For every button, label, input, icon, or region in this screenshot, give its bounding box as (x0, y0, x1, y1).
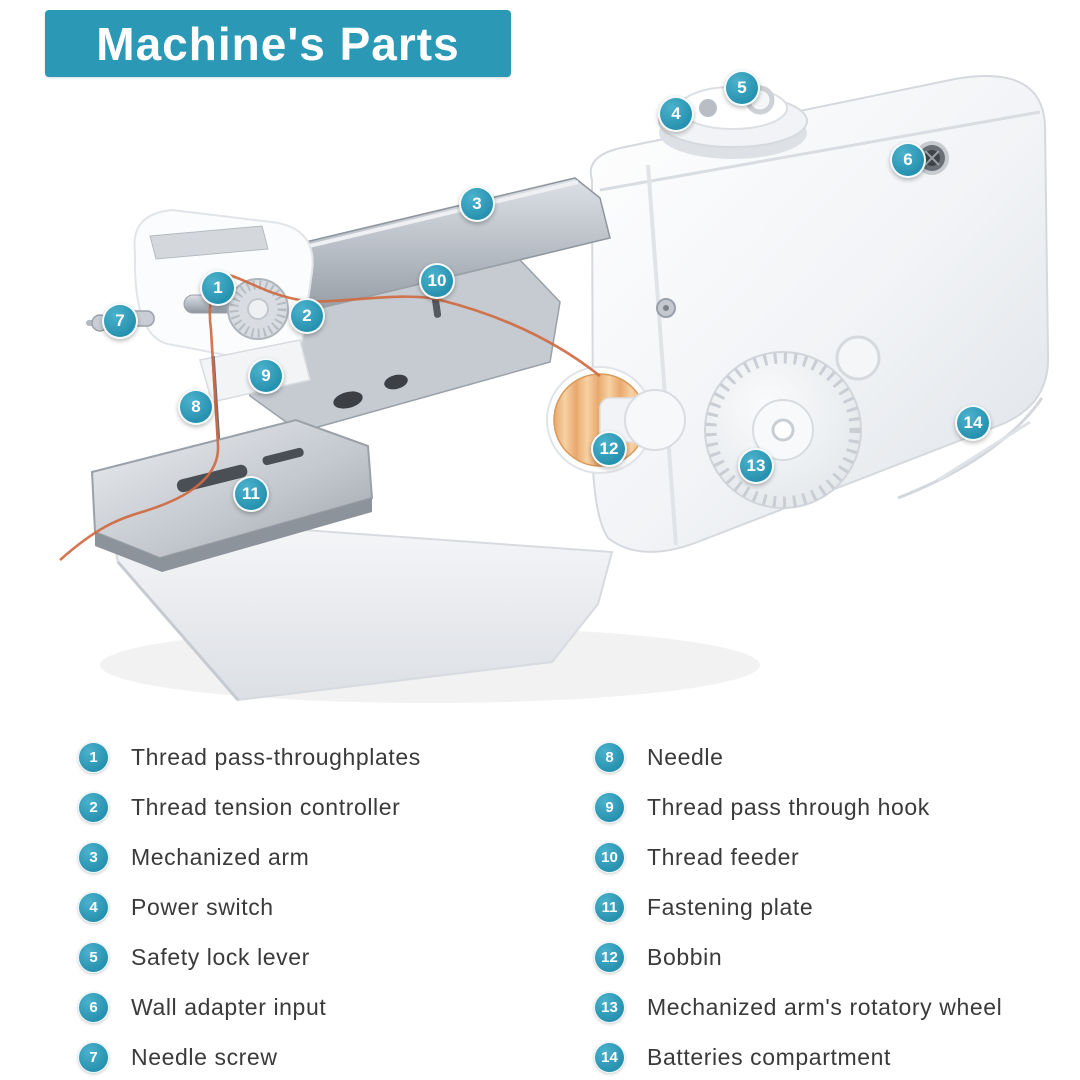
callout-badge-10: 10 (419, 263, 455, 299)
legend-item-12: 12 Bobbin (594, 932, 1080, 982)
legend-badge-10: 10 (594, 841, 625, 873)
parts-legend: 1 Thread pass-throughplates 2 Thread tensio… (0, 732, 1080, 1080)
callout-badge-14: 14 (955, 405, 991, 441)
plate-hole-2 (384, 374, 408, 390)
legend-label: Wall adapter input (131, 993, 327, 1020)
legend-label: Thread pass through hook (647, 793, 930, 820)
legend-label: Thread tension controller (131, 793, 401, 820)
legend-badge-11: 11 (594, 891, 625, 923)
callout-badge-9: 9 (248, 358, 284, 394)
legend-item-6: 6 Wall adapter input (78, 982, 558, 1032)
legend-item-2: 2 Thread tension controller (78, 782, 558, 832)
legend-item-5: 5 Safety lock lever (78, 932, 558, 982)
callout-badge-4: 4 (658, 96, 694, 132)
head-bracket (149, 225, 269, 260)
legend-label: Fastening plate (647, 893, 814, 920)
legend-badge-1: 1 (78, 741, 109, 773)
legend-badge-12: 12 (594, 941, 625, 973)
callout-badge-1: 1 (200, 270, 236, 306)
legend-item-8: 8 Needle (594, 732, 1080, 782)
callout-badge-12: 12 (591, 431, 627, 467)
bobbin-cap (624, 389, 686, 451)
legend-label: Thread pass-throughplates (131, 743, 421, 770)
legend-label: Mechanized arm's rotatory wheel (647, 993, 1003, 1020)
battery-compartment-seam2 (937, 420, 1031, 482)
callout-badge-13: 13 (738, 448, 774, 484)
legend-label: Thread feeder (647, 843, 800, 870)
power-switch-hole (699, 99, 717, 117)
callout-badge-3: 3 (459, 186, 495, 222)
callout-badge-11: 11 (233, 476, 269, 512)
callout-badge-5: 5 (724, 70, 760, 106)
legend-column-left: 1 Thread pass-throughplates 2 Thread tensio… (78, 732, 558, 1080)
legend-item-10: 10 Thread feeder (594, 832, 1080, 882)
legend-item-3: 3 Mechanized arm (78, 832, 558, 882)
plate-hole-1 (333, 391, 363, 409)
legend-badge-3: 3 (78, 841, 109, 873)
callout-badge-6: 6 (890, 142, 926, 178)
legend-item-7: 7 Needle screw (78, 1032, 558, 1080)
page-title: Machine's Parts (96, 17, 460, 70)
legend-badge-6: 6 (78, 991, 109, 1023)
base-edge-line (116, 561, 240, 701)
thread (59, 274, 601, 561)
battery-compartment-seam (897, 397, 1044, 500)
body-top-seam (599, 110, 1041, 192)
plate-slot-2 (262, 447, 304, 466)
legend-badge-7: 7 (78, 1041, 109, 1073)
legend-badge-4: 4 (78, 891, 109, 923)
legend-badge-14: 14 (594, 1041, 625, 1073)
legend-badge-13: 13 (594, 991, 625, 1023)
legend-label: Needle screw (131, 1043, 278, 1070)
legend-item-14: 14 Batteries compartment (594, 1032, 1080, 1080)
legend-badge-2: 2 (78, 791, 109, 823)
adapter-screw-cross (924, 150, 940, 166)
body-left-seam (646, 164, 678, 546)
legend-item-4: 4 Power switch (78, 882, 558, 932)
legend-item-1: 1 Thread pass-throughplates (78, 732, 558, 782)
legend-item-11: 11 Fastening plate (594, 882, 1080, 932)
legend-label: Power switch (131, 893, 274, 920)
title-banner: Machine's Parts (45, 10, 511, 77)
legend-item-9: 9 Thread pass through hook (594, 782, 1080, 832)
plate-slot-1 (176, 464, 248, 493)
legend-label: Needle (647, 743, 724, 770)
legend-label: Batteries compartment (647, 1043, 891, 1070)
callout-badge-2: 2 (289, 298, 325, 334)
legend-item-13: 13 Mechanized arm's rotatory wheel (594, 982, 1080, 1032)
callout-badge-8: 8 (178, 389, 214, 425)
legend-label: Safety lock lever (131, 943, 310, 970)
body-screw-center (663, 305, 669, 311)
winder-button (835, 335, 881, 381)
tension-dial-knurl (229, 280, 287, 338)
legend-label: Mechanized arm (131, 843, 310, 870)
wheel-center (771, 418, 795, 442)
legend-column-right: 8 Needle 9 Thread pass through hook 10 Thread… (594, 732, 1080, 1080)
legend-label: Bobbin (647, 943, 723, 970)
legend-badge-5: 5 (78, 941, 109, 973)
tension-dial-center (247, 298, 269, 320)
callout-badge-7: 7 (102, 303, 138, 339)
arm-lower-plate (237, 259, 561, 433)
legend-badge-8: 8 (594, 741, 625, 773)
legend-badge-9: 9 (594, 791, 625, 823)
wheel-ridges (705, 352, 861, 508)
